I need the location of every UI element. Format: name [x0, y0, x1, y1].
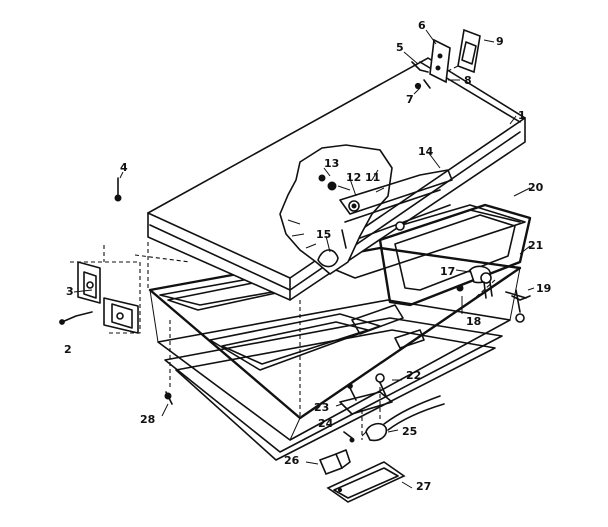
screw-part-4 [114, 177, 122, 202]
callout-24: 24 [318, 417, 334, 430]
callout-12: 12 [346, 171, 362, 184]
callout-19: 19 [536, 282, 552, 295]
callout-5: 5 [396, 41, 404, 54]
callout-13: 13 [324, 157, 340, 170]
bulb-part-26 [318, 449, 351, 476]
callout-26: 26 [284, 454, 300, 467]
callout-2: 2 [64, 343, 72, 356]
callout-25: 25 [402, 425, 418, 438]
frame-assembly [148, 246, 522, 461]
callout-15: 15 [316, 228, 332, 241]
callout-18: 18 [466, 315, 482, 328]
callout-6: 6 [418, 19, 426, 32]
screw-part-28 [164, 391, 173, 405]
callout-8: 8 [464, 74, 472, 87]
callout-28: 28 [140, 413, 156, 426]
callout-23: 23 [314, 401, 330, 414]
callout-1: 1 [518, 109, 526, 122]
callout-20: 20 [528, 181, 544, 194]
callout-9: 9 [496, 35, 504, 48]
callout-22: 22 [406, 369, 422, 382]
callout-3: 3 [66, 285, 74, 298]
base-plate-27 [326, 461, 406, 503]
switch-cluster [339, 373, 445, 443]
callout-14: 14 [418, 145, 434, 158]
callout-7: 7 [406, 93, 414, 106]
guide-lines [70, 59, 496, 440]
callout-17: 17 [440, 265, 456, 278]
callout-4: 4 [120, 161, 128, 174]
hinge-bracket [59, 261, 139, 334]
hinge-hardware [411, 28, 481, 90]
leader-lines [73, 29, 535, 489]
callout-21: 21 [528, 239, 544, 252]
latch-key-parts [456, 265, 531, 323]
callout-11: 11 [365, 171, 381, 184]
callout-27: 27 [416, 480, 432, 493]
cutaway-section [279, 144, 453, 276]
